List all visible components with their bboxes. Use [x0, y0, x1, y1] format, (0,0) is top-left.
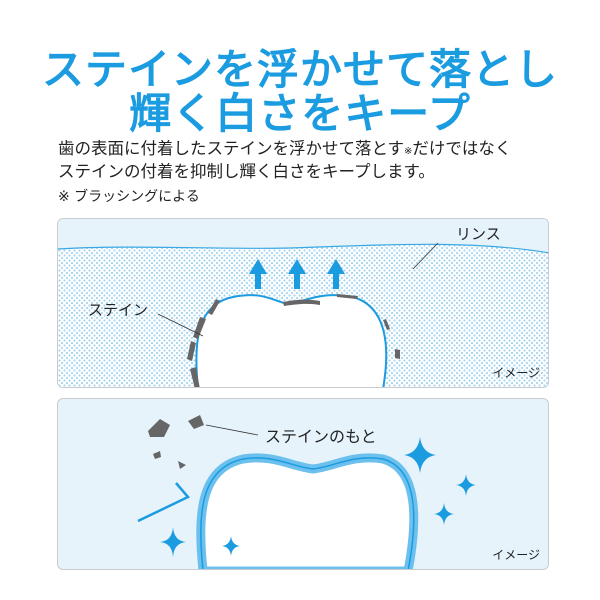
description-line-1: 歯の表面に付着したステインを浮かせて落とす※だけではなく [58, 135, 511, 159]
headline-line-2: 輝く白さをキープ [129, 89, 471, 138]
sparkle-icon [434, 503, 454, 525]
stain-leader-line [157, 313, 204, 337]
description-text: だけではなく [412, 139, 512, 158]
description-line-2: ステインの付着を抑制し輝く白さをキープします。 [58, 162, 435, 181]
stain-patches [187, 294, 400, 387]
coated-tooth [196, 453, 419, 569]
stain-particles [148, 415, 204, 469]
arrow-up-icon [327, 259, 345, 289]
arrow-up-icon [249, 259, 267, 289]
sparkles [160, 437, 476, 557]
rinse-surface-line [58, 243, 548, 254]
stain-source-label: ステインのもと [265, 427, 377, 446]
sparkle-icon [222, 536, 240, 556]
protection-diagram [137, 415, 476, 569]
footnote: ※ ブラッシングによる [58, 189, 200, 205]
arrow-up-icon [288, 259, 306, 289]
rinse-diagram [58, 219, 548, 387]
protection-diagram-panel: ステインのもと イメージ [57, 398, 549, 570]
rinse-diagram-panel: リンス ステイン イメージ [57, 218, 549, 388]
sparkle-icon [160, 527, 186, 557]
lift-arrows [249, 259, 345, 289]
sparkle-icon [456, 474, 476, 496]
description-text: 歯の表面に付着したステインを浮かせて落とす [58, 139, 405, 158]
rinse-label: リンス [456, 225, 501, 243]
tooth [195, 294, 388, 387]
image-caption: イメージ [492, 548, 540, 562]
note-mark: ※ [404, 146, 413, 157]
rinse-leader-line [412, 242, 439, 270]
bounce-arrow [137, 482, 191, 523]
headline-line-1: ステインを浮かせて落とし [41, 45, 558, 94]
stain-source-leader [205, 424, 259, 436]
image-caption: イメージ [492, 366, 540, 380]
stain-label: ステイン [88, 301, 149, 319]
sparkle-icon [404, 437, 436, 473]
